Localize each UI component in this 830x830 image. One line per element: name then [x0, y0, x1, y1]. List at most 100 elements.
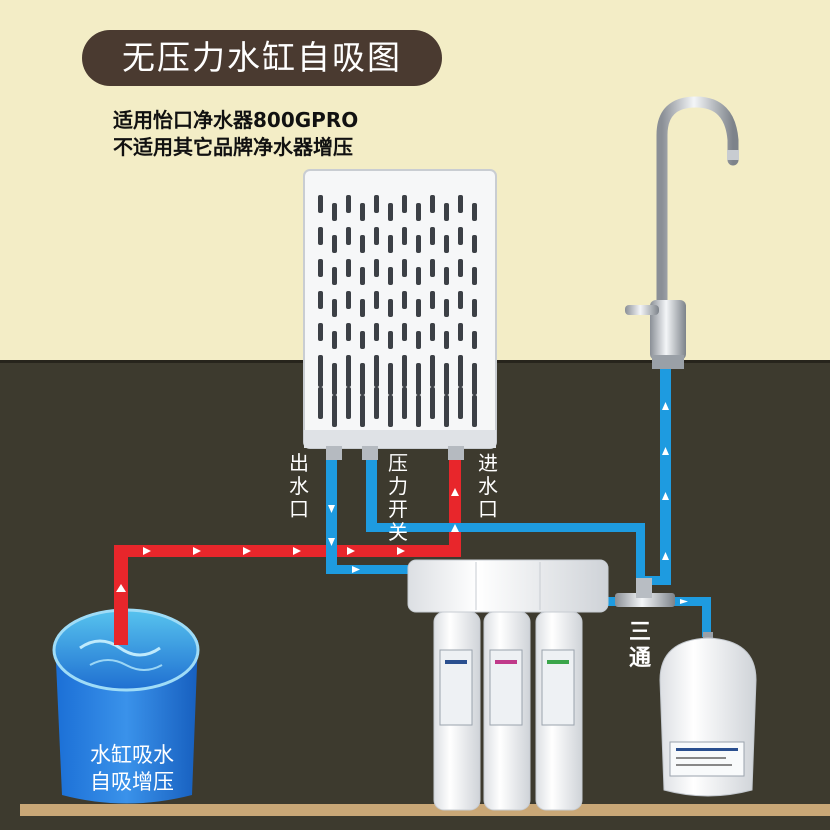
vent-slot	[444, 395, 449, 427]
filter-cartridge-icon	[484, 612, 530, 810]
vent-slot	[318, 355, 323, 387]
vent-slot	[388, 299, 393, 317]
vent-slot	[332, 235, 337, 253]
vent-slot	[318, 291, 323, 309]
subtitle-line-1: 适用怡口净水器800GPRO	[113, 104, 358, 133]
vent-slot	[458, 355, 463, 387]
filter-cartridge-icon	[536, 612, 582, 810]
vent-slot	[346, 355, 351, 387]
vent-slot	[360, 363, 365, 395]
vent-slot	[444, 235, 449, 253]
vent-slot	[346, 323, 351, 341]
vent-slot	[388, 395, 393, 427]
vent-slot	[360, 267, 365, 285]
vent-slot	[332, 267, 337, 285]
vent-slot	[444, 331, 449, 349]
vent-slot	[346, 387, 351, 419]
vent-slot	[444, 299, 449, 317]
vent-slot	[402, 323, 407, 341]
filter-unit	[408, 560, 608, 810]
vent-slot	[388, 235, 393, 253]
vent-slot	[346, 195, 351, 213]
outlet-label: 出水口	[287, 452, 311, 521]
vent-slot	[472, 363, 477, 395]
vent-slot	[430, 291, 435, 309]
vent-slot	[360, 203, 365, 221]
barrel-caption-line-2: 自吸增压	[66, 769, 198, 796]
subtitle-line-2: 不适用其它品牌净水器增压	[113, 131, 353, 160]
vent-slot	[416, 331, 421, 349]
vent-slot	[318, 323, 323, 341]
vent-slot	[444, 267, 449, 285]
vent-slot	[402, 355, 407, 387]
vent-slot	[430, 195, 435, 213]
vent-slot	[374, 355, 379, 387]
booster-pump-icon	[304, 170, 496, 460]
vent-slot	[360, 331, 365, 349]
vent-slot	[402, 259, 407, 277]
vent-slot	[416, 363, 421, 395]
vent-slot	[402, 195, 407, 213]
vent-slot	[318, 259, 323, 277]
vent-slot	[360, 235, 365, 253]
vent-slot	[416, 395, 421, 427]
vent-slot	[388, 331, 393, 349]
vent-slot	[388, 267, 393, 285]
vent-slot	[332, 363, 337, 395]
vent-slot	[388, 363, 393, 395]
vent-slot	[374, 259, 379, 277]
vent-slot	[472, 203, 477, 221]
vent-slot	[416, 267, 421, 285]
vent-slot	[444, 203, 449, 221]
vent-slot	[318, 227, 323, 245]
vent-slot	[388, 203, 393, 221]
vent-slot	[458, 291, 463, 309]
vent-slot	[374, 227, 379, 245]
vent-slot	[332, 203, 337, 221]
vent-slot	[346, 291, 351, 309]
filter-cartridge-icon	[434, 612, 480, 810]
vent-slot	[430, 259, 435, 277]
vent-slot	[458, 195, 463, 213]
vent-slot	[472, 235, 477, 253]
vent-slot	[374, 291, 379, 309]
vent-slot	[360, 299, 365, 317]
vent-slot	[430, 387, 435, 419]
vent-slot	[472, 267, 477, 285]
barrel-caption-line-1: 水缸吸水	[66, 742, 198, 769]
barrel-caption: 水缸吸水 自吸增压	[66, 742, 198, 796]
vent-slot	[346, 227, 351, 245]
vent-slot	[458, 259, 463, 277]
vent-slot	[472, 299, 477, 317]
inlet-label: 进水口	[476, 452, 500, 521]
vent-slot	[374, 387, 379, 419]
tee-label: 三通	[627, 620, 653, 672]
vent-slot	[458, 323, 463, 341]
vent-slot	[332, 331, 337, 349]
vent-slot	[416, 235, 421, 253]
vent-slot	[472, 331, 477, 349]
vent-slot	[472, 395, 477, 427]
vent-slot	[402, 291, 407, 309]
vent-slot	[402, 387, 407, 419]
vent-slot	[332, 395, 337, 427]
vent-slot	[402, 227, 407, 245]
vent-slot	[430, 355, 435, 387]
vent-slot	[444, 363, 449, 395]
vent-slot	[318, 387, 323, 419]
vent-slot	[416, 203, 421, 221]
pressure-tank-icon	[660, 632, 756, 796]
vent-slot	[374, 195, 379, 213]
faucet-icon	[625, 102, 739, 369]
vent-slot	[458, 387, 463, 419]
pressure-switch-label: 压力开关	[386, 452, 410, 544]
vent-slot	[458, 227, 463, 245]
vent-slot	[360, 395, 365, 427]
vent-slot	[318, 195, 323, 213]
page-title: 无压力水缸自吸图	[82, 30, 442, 86]
vent-slot	[346, 259, 351, 277]
vent-slot	[430, 227, 435, 245]
vent-slot	[430, 323, 435, 341]
vent-slot	[374, 323, 379, 341]
vent-slot	[416, 299, 421, 317]
